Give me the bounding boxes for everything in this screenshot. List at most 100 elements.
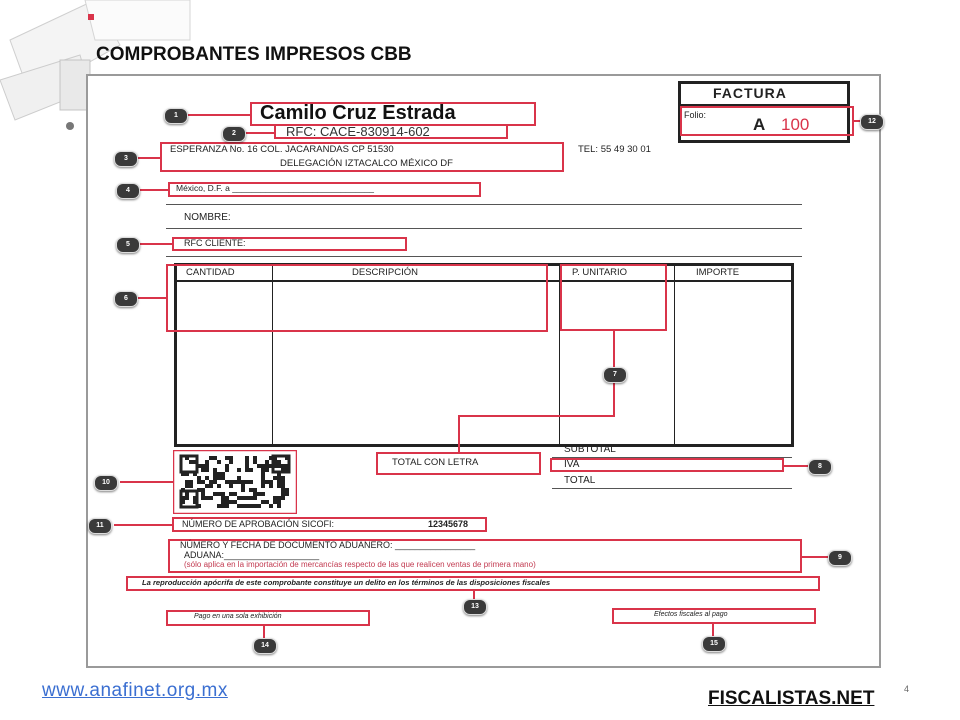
col-cantidad: CANTIDAD	[186, 267, 235, 278]
connector-1	[186, 114, 250, 116]
qr-module	[277, 480, 281, 484]
address-highlight	[160, 142, 564, 172]
connector-5	[138, 243, 172, 245]
approval-highlight	[172, 517, 487, 532]
issuer-rfc: RFC: CACE-830914-602	[286, 124, 430, 139]
qr-module	[217, 472, 221, 476]
customs-line2: ADUANA:___________________	[184, 550, 320, 560]
qr-module	[229, 480, 233, 484]
subtotal-label: SUBTOTAL	[564, 444, 616, 455]
marker-11: 11	[88, 518, 112, 534]
marker-3: 3	[114, 151, 138, 167]
doc-type-label: FACTURA	[713, 85, 787, 101]
qr-module	[253, 456, 257, 460]
qr-module	[181, 496, 185, 500]
issuer-rfc-highlight	[274, 124, 508, 139]
qr-module	[213, 472, 217, 476]
marker-5: 5	[116, 237, 140, 253]
qr-module	[281, 488, 285, 492]
brand-label: FISCALISTAS.NET	[708, 688, 875, 709]
qr-module	[261, 476, 265, 480]
qr-module	[237, 480, 241, 484]
qr-module	[217, 476, 221, 480]
qr-module	[273, 460, 277, 464]
qr-module	[185, 480, 189, 484]
qr-module	[185, 496, 189, 500]
qr-module	[285, 468, 289, 472]
qr-module	[213, 480, 217, 484]
decorative-documents-graphic	[0, 0, 191, 130]
qr-module	[213, 476, 217, 480]
col-p-unitario: P. UNITARIO	[572, 267, 628, 278]
columns-highlight	[166, 264, 548, 332]
qr-module	[185, 472, 189, 476]
qr-module	[201, 492, 205, 496]
qr-module	[281, 496, 285, 500]
qr-module	[269, 484, 273, 488]
qr-module	[225, 496, 229, 500]
issuer-phone: TEL: 55 49 30 01	[578, 144, 651, 155]
qr-code	[173, 450, 297, 514]
folio-label: Folio:	[684, 110, 707, 120]
page-number: 4	[904, 684, 910, 694]
connector-10	[120, 481, 173, 483]
qr-module	[193, 460, 197, 464]
invoice-document: FACTURA Folio: A 100 Camilo Cruz Estrada…	[86, 74, 884, 668]
qr-module	[265, 500, 269, 504]
qr-module	[185, 492, 189, 496]
connector-4	[138, 189, 168, 191]
folio-number: 100	[781, 115, 810, 134]
qr-module	[205, 496, 209, 500]
qr-module	[225, 464, 229, 468]
qr-module	[257, 464, 261, 468]
qr-module	[229, 484, 233, 488]
connector-13	[473, 591, 475, 601]
qr-module	[253, 504, 257, 508]
qr-module	[245, 480, 249, 484]
qr-module	[189, 480, 193, 484]
qr-module	[217, 460, 221, 464]
qr-module	[233, 500, 237, 504]
qr-module	[261, 500, 265, 504]
marker-2: 2	[222, 126, 246, 142]
marker-15: 15	[702, 636, 726, 652]
qr-module	[269, 464, 273, 468]
qr-module	[221, 476, 225, 480]
qr-module	[237, 496, 241, 500]
qr-module	[281, 480, 285, 484]
qr-module	[197, 464, 201, 468]
qr-module	[193, 472, 197, 476]
qr-module	[281, 492, 285, 496]
folio-highlight	[680, 106, 854, 136]
qr-module	[221, 496, 225, 500]
qr-module	[269, 456, 273, 460]
qr-module	[281, 464, 285, 468]
connector-7-down	[613, 381, 615, 416]
qr-module	[261, 484, 265, 488]
qr-module	[273, 476, 277, 480]
connector-12	[854, 120, 862, 122]
qr-module	[277, 484, 281, 488]
slide-title: COMPROBANTES IMPRESOS CBB	[96, 44, 412, 65]
qr-module	[265, 480, 269, 484]
payment-single: Pago en una sola exhibición	[194, 613, 282, 620]
website-link[interactable]: www.anafinet.org.mx	[42, 680, 228, 701]
qr-module	[257, 504, 261, 508]
qr-module	[197, 504, 201, 508]
customs-note: (sólo aplica en la importación de mercan…	[184, 560, 536, 569]
qr-module	[225, 504, 229, 508]
connector-7-vert	[613, 331, 615, 369]
marker-10: 10	[94, 475, 118, 491]
qr-module	[229, 456, 233, 460]
qr-module	[205, 476, 209, 480]
col-descripcion: DESCRIPCIÓN	[352, 267, 418, 278]
qr-module	[225, 468, 229, 472]
qr-module	[241, 484, 245, 488]
total-label: TOTAL	[564, 475, 596, 486]
rule-3	[166, 256, 802, 257]
table-header-rule	[174, 280, 794, 282]
connector-7-horiz	[458, 415, 615, 417]
factura-box	[678, 81, 850, 143]
qr-module	[277, 460, 281, 464]
qr-module	[205, 468, 209, 472]
